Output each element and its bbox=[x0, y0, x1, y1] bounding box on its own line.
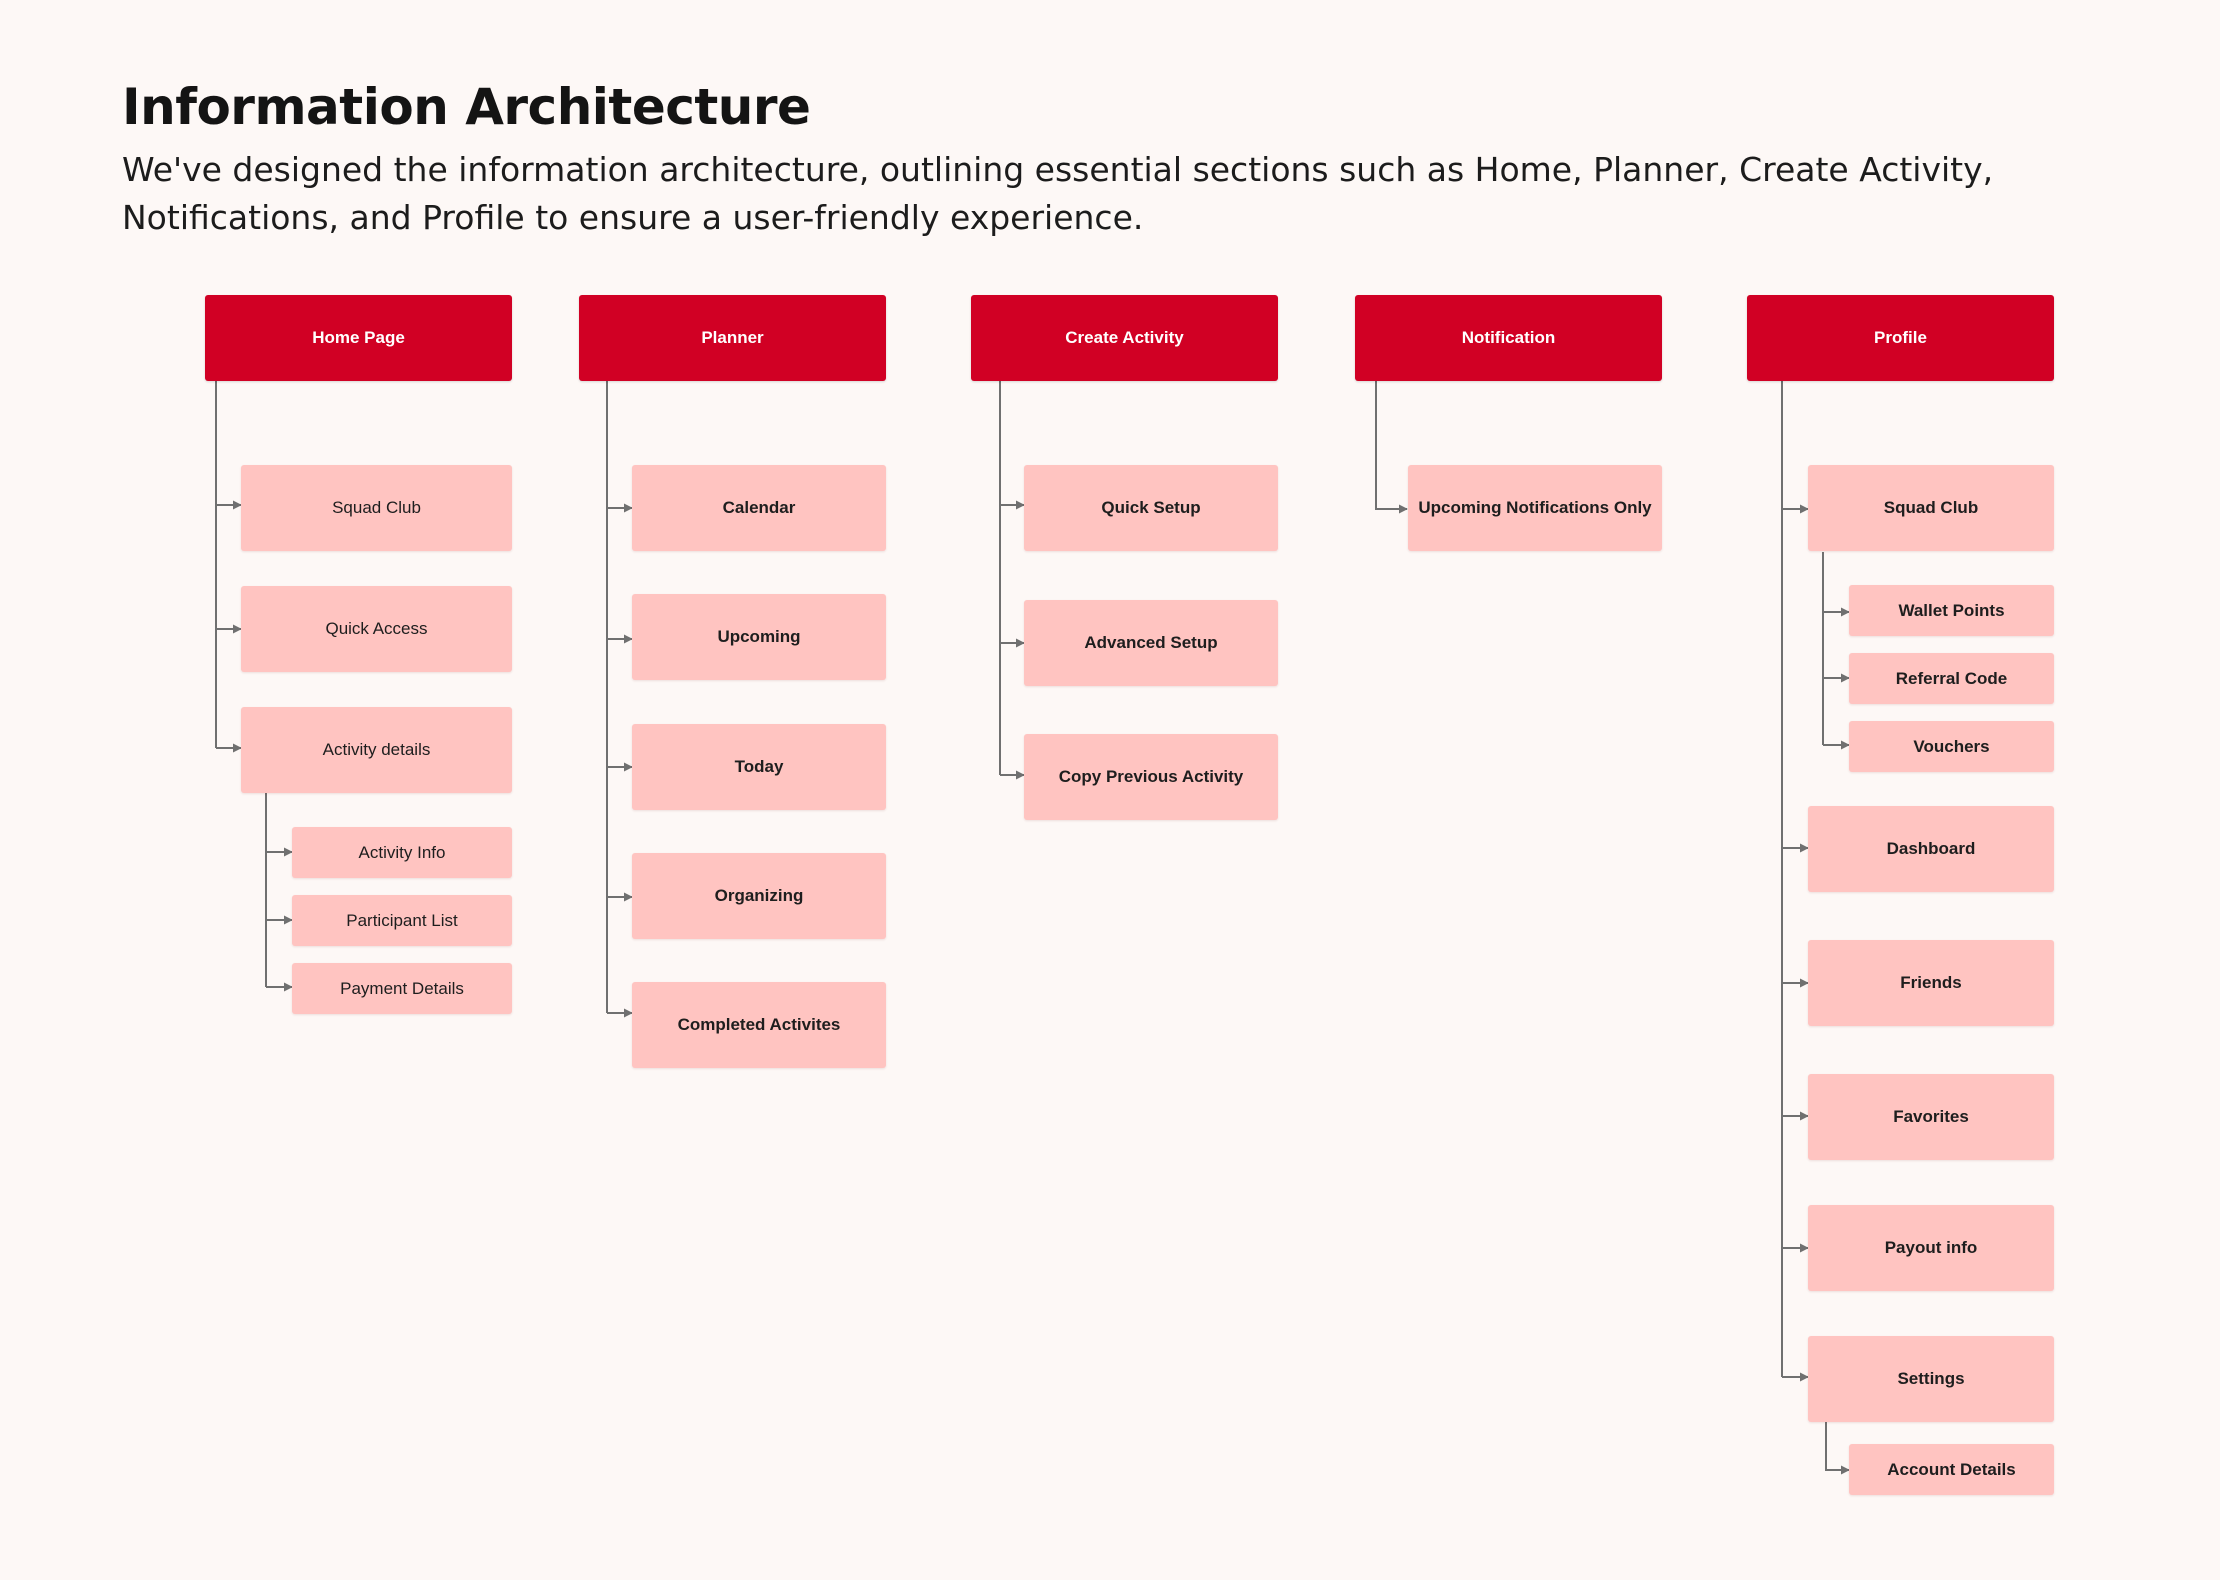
planner-completed-node: Completed Activites bbox=[632, 982, 886, 1068]
profile-friends-node: Friends bbox=[1808, 940, 2054, 1026]
notification-header: Notification bbox=[1355, 295, 1662, 381]
profile-wallet-points-node: Wallet Points bbox=[1849, 585, 2054, 636]
planner-header: Planner bbox=[579, 295, 886, 381]
home-participant-list-node: Participant List bbox=[292, 895, 512, 946]
create-quick-setup-node: Quick Setup bbox=[1024, 465, 1278, 551]
planner-organizing-node: Organizing bbox=[632, 853, 886, 939]
notification-upcoming-only-node: Upcoming Notifications Only bbox=[1408, 465, 1662, 551]
profile-referral-code-node: Referral Code bbox=[1849, 653, 2054, 704]
profile-header: Profile bbox=[1747, 295, 2054, 381]
profile-dashboard-node: Dashboard bbox=[1808, 806, 2054, 892]
page-title: Information Architecture bbox=[122, 78, 811, 136]
profile-vouchers-node: Vouchers bbox=[1849, 721, 2054, 772]
home-payment-details-node: Payment Details bbox=[292, 963, 512, 1014]
profile-favorites-node: Favorites bbox=[1808, 1074, 2054, 1160]
profile-squad-club-node: Squad Club bbox=[1808, 465, 2054, 551]
home-activity-details-node: Activity details bbox=[241, 707, 512, 793]
create-copy-previous-node: Copy Previous Activity bbox=[1024, 734, 1278, 820]
profile-payout-info-node: Payout info bbox=[1808, 1205, 2054, 1291]
home-activity-info-node: Activity Info bbox=[292, 827, 512, 878]
page-subtitle: We've designed the information architect… bbox=[122, 150, 1994, 237]
home-quick-access-node: Quick Access bbox=[241, 586, 512, 672]
home-page-header: Home Page bbox=[205, 295, 512, 381]
planner-upcoming-node: Upcoming bbox=[632, 594, 886, 680]
planner-calendar-node: Calendar bbox=[632, 465, 886, 551]
home-squad-club-node: Squad Club bbox=[241, 465, 512, 551]
profile-settings-node: Settings bbox=[1808, 1336, 2054, 1422]
profile-account-details-node: Account Details bbox=[1849, 1444, 2054, 1495]
planner-today-node: Today bbox=[632, 724, 886, 810]
create-advanced-setup-node: Advanced Setup bbox=[1024, 600, 1278, 686]
create-activity-header: Create Activity bbox=[971, 295, 1278, 381]
